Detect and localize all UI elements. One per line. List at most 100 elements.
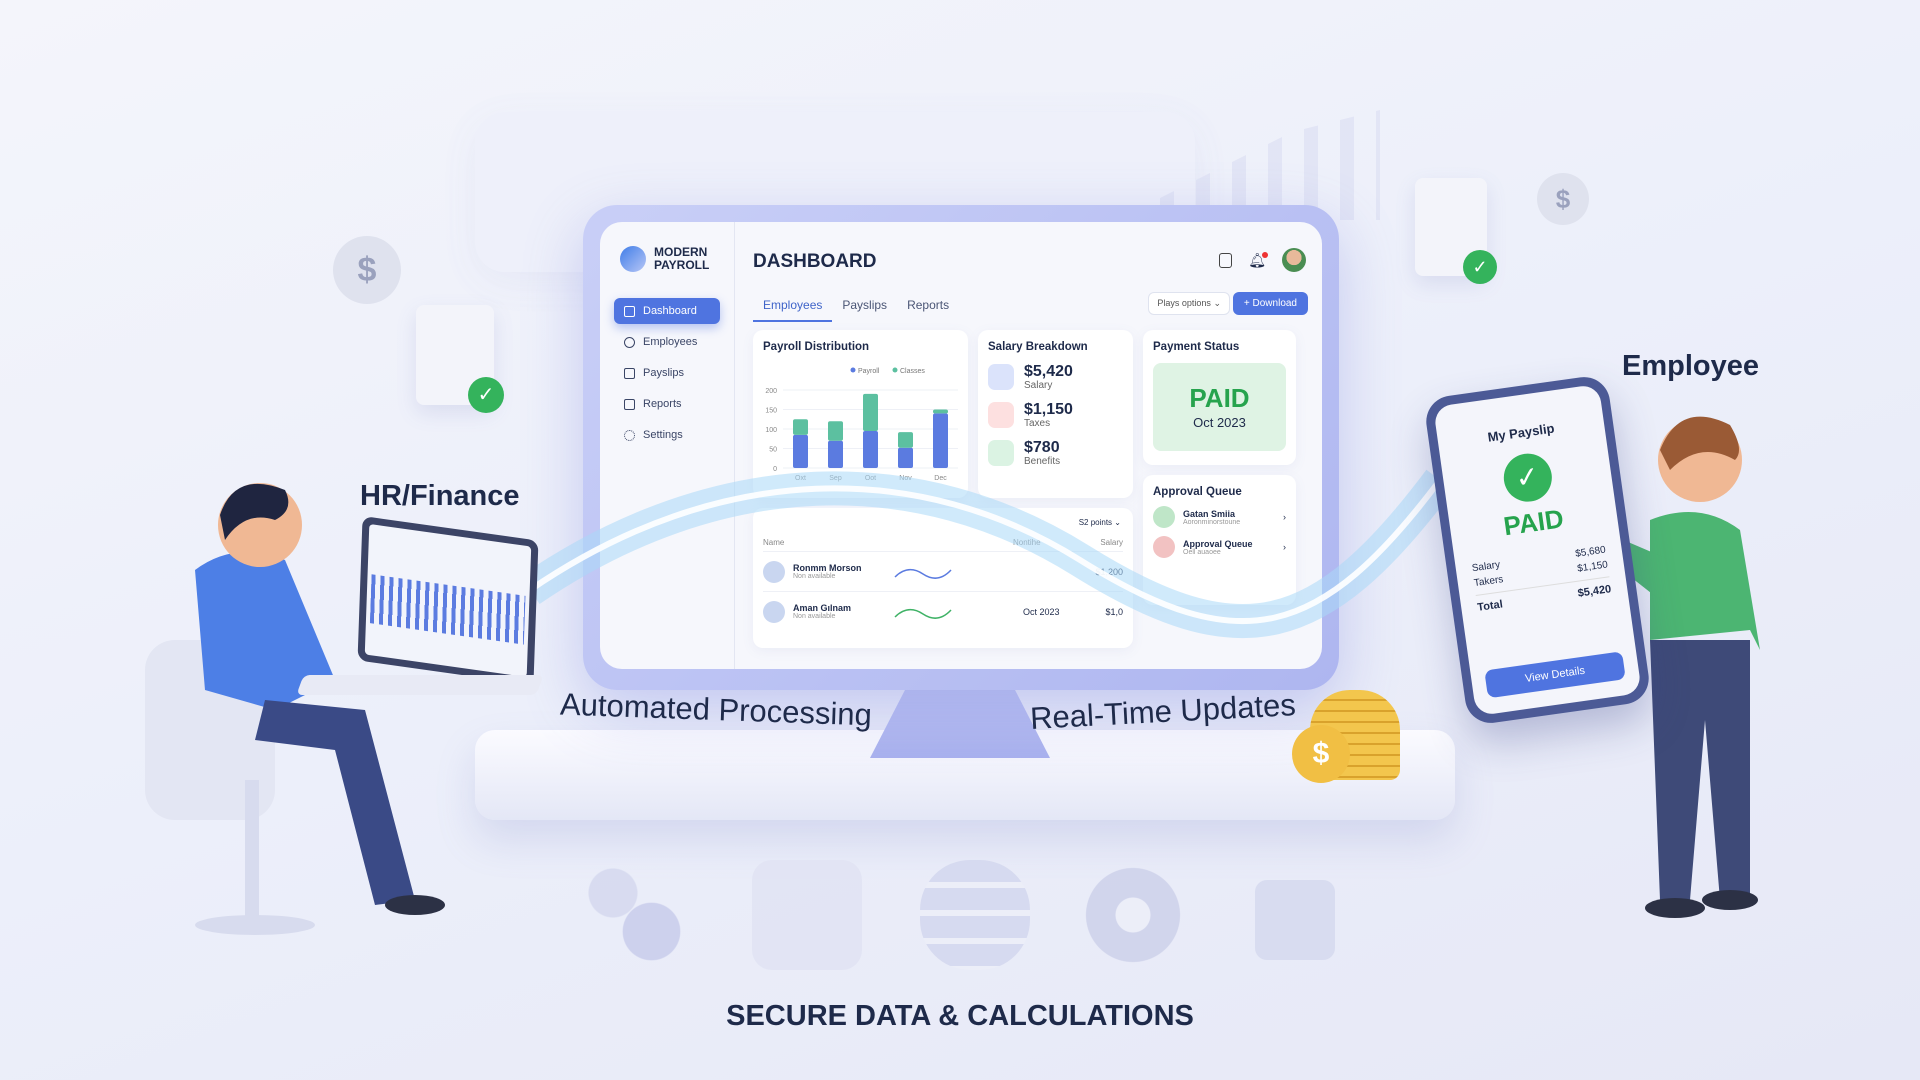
salary-value: $5,420 xyxy=(1024,363,1073,380)
approval-name: Approval Queue xyxy=(1183,538,1253,549)
points-dropdown[interactable]: S2 points ⌄ xyxy=(1078,518,1121,527)
tab-payslips[interactable]: Payslips xyxy=(842,298,888,312)
bar-payroll xyxy=(933,413,948,468)
approval-sub: Oell auaoee xyxy=(1183,548,1221,556)
secure-data-title: SECURE DATA & CALCULATIONS xyxy=(726,1000,1194,1032)
total-label: Total xyxy=(1476,598,1504,614)
salary-cell: $1,0 xyxy=(1105,606,1123,617)
sidebar-item-reports[interactable]: Reports xyxy=(614,391,720,417)
main-content: DASHBOARD 🔔︎ Employees Payslips Reports … xyxy=(753,222,1322,669)
sidebar-item-settings[interactable]: Settings xyxy=(614,422,720,448)
tab-reports[interactable]: Reports xyxy=(907,298,950,312)
card-title: Payroll Distribution xyxy=(763,341,870,353)
sidebar-item-employees[interactable]: Employees xyxy=(614,329,720,355)
automated-processing-label: Automated Processing xyxy=(559,686,873,733)
y-tick-label: 50 xyxy=(769,447,777,454)
salary-value: $780 xyxy=(1024,439,1060,456)
bar-payroll xyxy=(898,447,913,468)
view-details-button[interactable]: View Details xyxy=(1484,651,1626,699)
bar-classes xyxy=(933,409,948,414)
sidebar-item-dashboard[interactable]: Dashboard xyxy=(614,298,720,324)
bar-classes xyxy=(898,432,913,448)
options-label: Plays options xyxy=(1157,298,1211,308)
chevron-right-icon: › xyxy=(1283,542,1286,552)
chevron-right-icon: › xyxy=(1283,512,1286,522)
employee-name: Ronmm Morson xyxy=(793,563,862,573)
wallet-icon[interactable] xyxy=(1219,252,1233,268)
payslip-label: Salary xyxy=(1471,559,1501,575)
bar-classes xyxy=(793,419,808,435)
user-payment-icon xyxy=(580,860,690,970)
x-tick-label: Dec xyxy=(934,475,947,482)
laptop-base xyxy=(296,675,544,695)
document-check-icon xyxy=(752,860,862,970)
sidebar-item-label: Employees xyxy=(643,336,698,348)
employee-sub: Non available xyxy=(793,573,836,580)
salary-label: Salary xyxy=(1024,380,1053,391)
filter-label: S2 points xyxy=(1078,518,1113,527)
lock-icon xyxy=(1255,880,1335,960)
report-icon xyxy=(624,398,635,410)
employee-label: Employee xyxy=(1622,350,1759,382)
bell-icon[interactable]: 🔔︎ xyxy=(1248,251,1268,268)
salary-item-icon xyxy=(988,402,1014,428)
sparkline xyxy=(894,568,952,579)
avatar[interactable] xyxy=(1282,248,1306,272)
salary-item-icon xyxy=(988,440,1014,466)
bar-payroll xyxy=(828,440,843,468)
gears-icon xyxy=(1078,860,1188,970)
payslip-title: My Payslip xyxy=(1486,420,1556,445)
document-check-icon: ✓ xyxy=(416,305,504,413)
sidebar-item-label: Settings xyxy=(643,429,683,441)
card-title: Approval Queue xyxy=(1153,486,1242,498)
avatar xyxy=(763,600,785,623)
document-check-icon: ✓ xyxy=(1415,178,1497,284)
chevron-down-icon: ⌄ xyxy=(1213,298,1221,308)
download-button[interactable]: + Download xyxy=(1232,292,1308,315)
logo-mark-icon xyxy=(620,246,646,272)
legend-label: Classes xyxy=(900,368,925,375)
card-title: Payment Status xyxy=(1153,341,1240,353)
payslip-label: Takers xyxy=(1473,574,1504,590)
sidebar-nav: Dashboard Employees Payslips Reports Set… xyxy=(600,298,734,448)
options-dropdown[interactable]: Plays options ⌄ xyxy=(1148,292,1230,315)
dollar-coin-icon: $ xyxy=(1292,725,1350,783)
card-title: Salary Breakdown xyxy=(988,341,1088,353)
gear-icon xyxy=(624,429,635,441)
employee-name: Aman Gılnam xyxy=(793,603,852,613)
total-value: $5,420 xyxy=(1576,583,1612,600)
column-header: Name xyxy=(763,538,785,547)
laptop xyxy=(357,515,539,686)
salary-value: $1,150 xyxy=(1024,401,1073,418)
legend-swatch xyxy=(850,367,856,373)
dollar-coin-icon: $ xyxy=(1537,173,1589,225)
sidebar-item-label: Reports xyxy=(643,398,682,410)
hr-person-illustration xyxy=(145,483,445,935)
tabs: Employees Payslips Reports xyxy=(753,292,959,322)
sidebar-item-label: Payslips xyxy=(643,367,684,379)
paid-date: Oct 2023 xyxy=(1193,415,1246,430)
employee-person-illustration xyxy=(1590,416,1760,918)
tab-employees[interactable]: Employees xyxy=(753,292,833,322)
salary-label: Benefits xyxy=(1024,456,1061,467)
month-cell: Oct 2023 xyxy=(1023,606,1060,617)
sidebar-item-payslips[interactable]: Payslips xyxy=(614,360,720,386)
bar-payroll xyxy=(793,434,808,468)
